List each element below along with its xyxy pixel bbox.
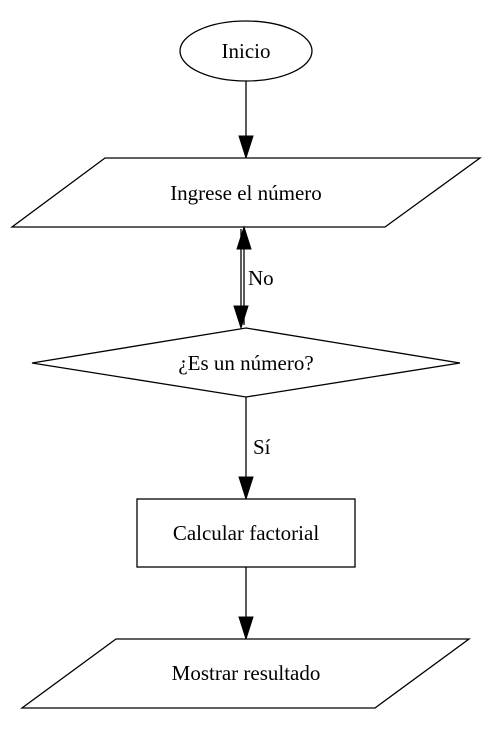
process-node: Calcular factorial bbox=[136, 498, 356, 568]
input-node: Ingrese el número bbox=[10, 157, 483, 228]
edge-decision-to-process: Sí bbox=[238, 397, 271, 501]
input-label: Ingrese el número bbox=[170, 181, 322, 205]
decision-node: ¿Es un número? bbox=[31, 327, 461, 398]
start-label: Inicio bbox=[222, 39, 271, 63]
edge-start-to-input bbox=[238, 81, 254, 160]
decision-label: ¿Es un número? bbox=[178, 351, 313, 375]
edge-no-label: No bbox=[248, 266, 274, 290]
output-node: Mostrar resultado bbox=[20, 638, 471, 709]
edge-input-to-decision-arrowhead bbox=[233, 305, 249, 330]
edge-yes-label: Sí bbox=[253, 435, 271, 459]
edge-decision-to-input-arrowhead bbox=[236, 225, 252, 250]
edge-process-to-output bbox=[238, 567, 254, 641]
output-parallelogram bbox=[20, 638, 471, 709]
edge-decision-to-input: No bbox=[236, 225, 274, 325]
edge-decision-to-process-arrowhead bbox=[238, 476, 254, 501]
edge-process-to-output-arrowhead bbox=[238, 616, 254, 641]
process-label: Calcular factorial bbox=[173, 521, 319, 545]
input-parallelogram bbox=[10, 157, 483, 228]
output-label: Mostrar resultado bbox=[172, 661, 321, 685]
edge-start-to-input-arrowhead bbox=[238, 135, 254, 160]
start-node: Inicio bbox=[179, 20, 313, 82]
edge-input-to-decision bbox=[233, 229, 249, 330]
